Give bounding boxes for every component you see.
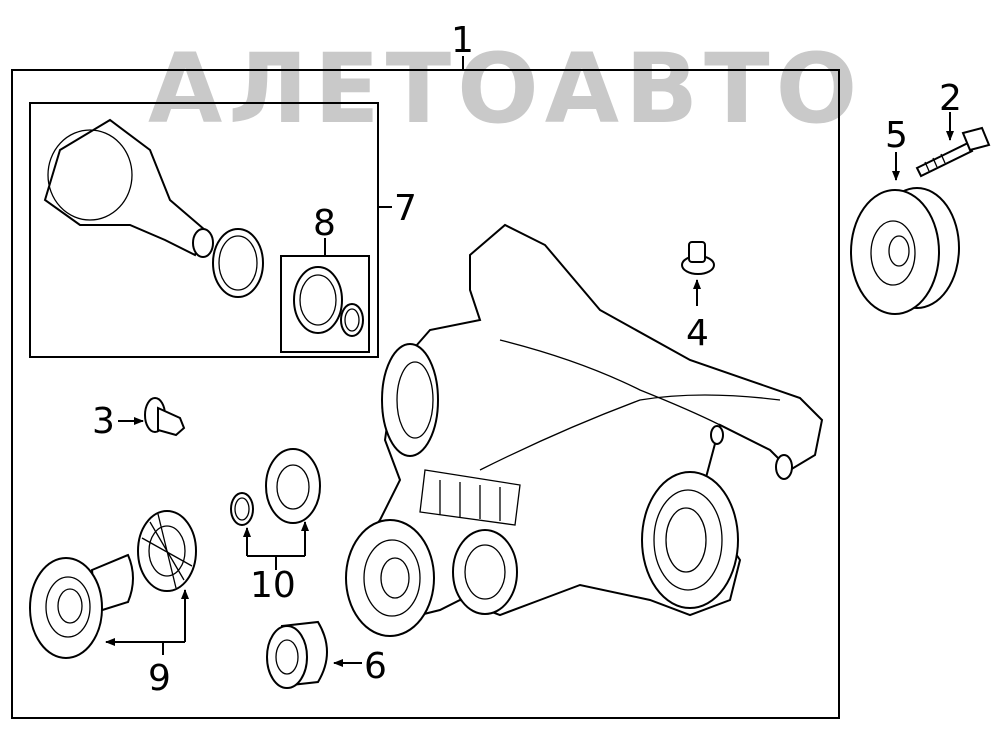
kit-box-7 <box>29 102 379 358</box>
callout-3-label: 3 <box>92 401 115 442</box>
callout-9-label: 9 <box>148 658 171 699</box>
bearing-part-6 <box>266 620 328 689</box>
bolt-part-2 <box>915 126 991 178</box>
bushing-part-5 <box>850 187 960 315</box>
seal-part-10 <box>230 448 321 526</box>
watermark: АЛЕТОАВТО <box>148 33 863 145</box>
seal-kit-part-8 <box>293 266 364 337</box>
callout-1-label: 1 <box>451 20 474 61</box>
callout-7-label: 7 <box>394 188 417 229</box>
callout-9-bracket <box>110 641 185 655</box>
plug-part-4 <box>681 241 715 275</box>
cv-joint-part-7 <box>43 118 264 298</box>
callout-5-label: 5 <box>885 115 908 156</box>
plug-part-3 <box>144 397 186 437</box>
assembly-frame <box>11 69 840 719</box>
callout-6-label: 6 <box>364 646 387 687</box>
differential-housing-part-1 <box>345 223 824 637</box>
callout-10-label: 10 <box>250 565 296 606</box>
callout-2-label: 2 <box>939 78 962 119</box>
flange-part-9 <box>29 510 197 659</box>
callout-8-label: 8 <box>313 203 336 244</box>
callout-4-label: 4 <box>686 313 709 354</box>
